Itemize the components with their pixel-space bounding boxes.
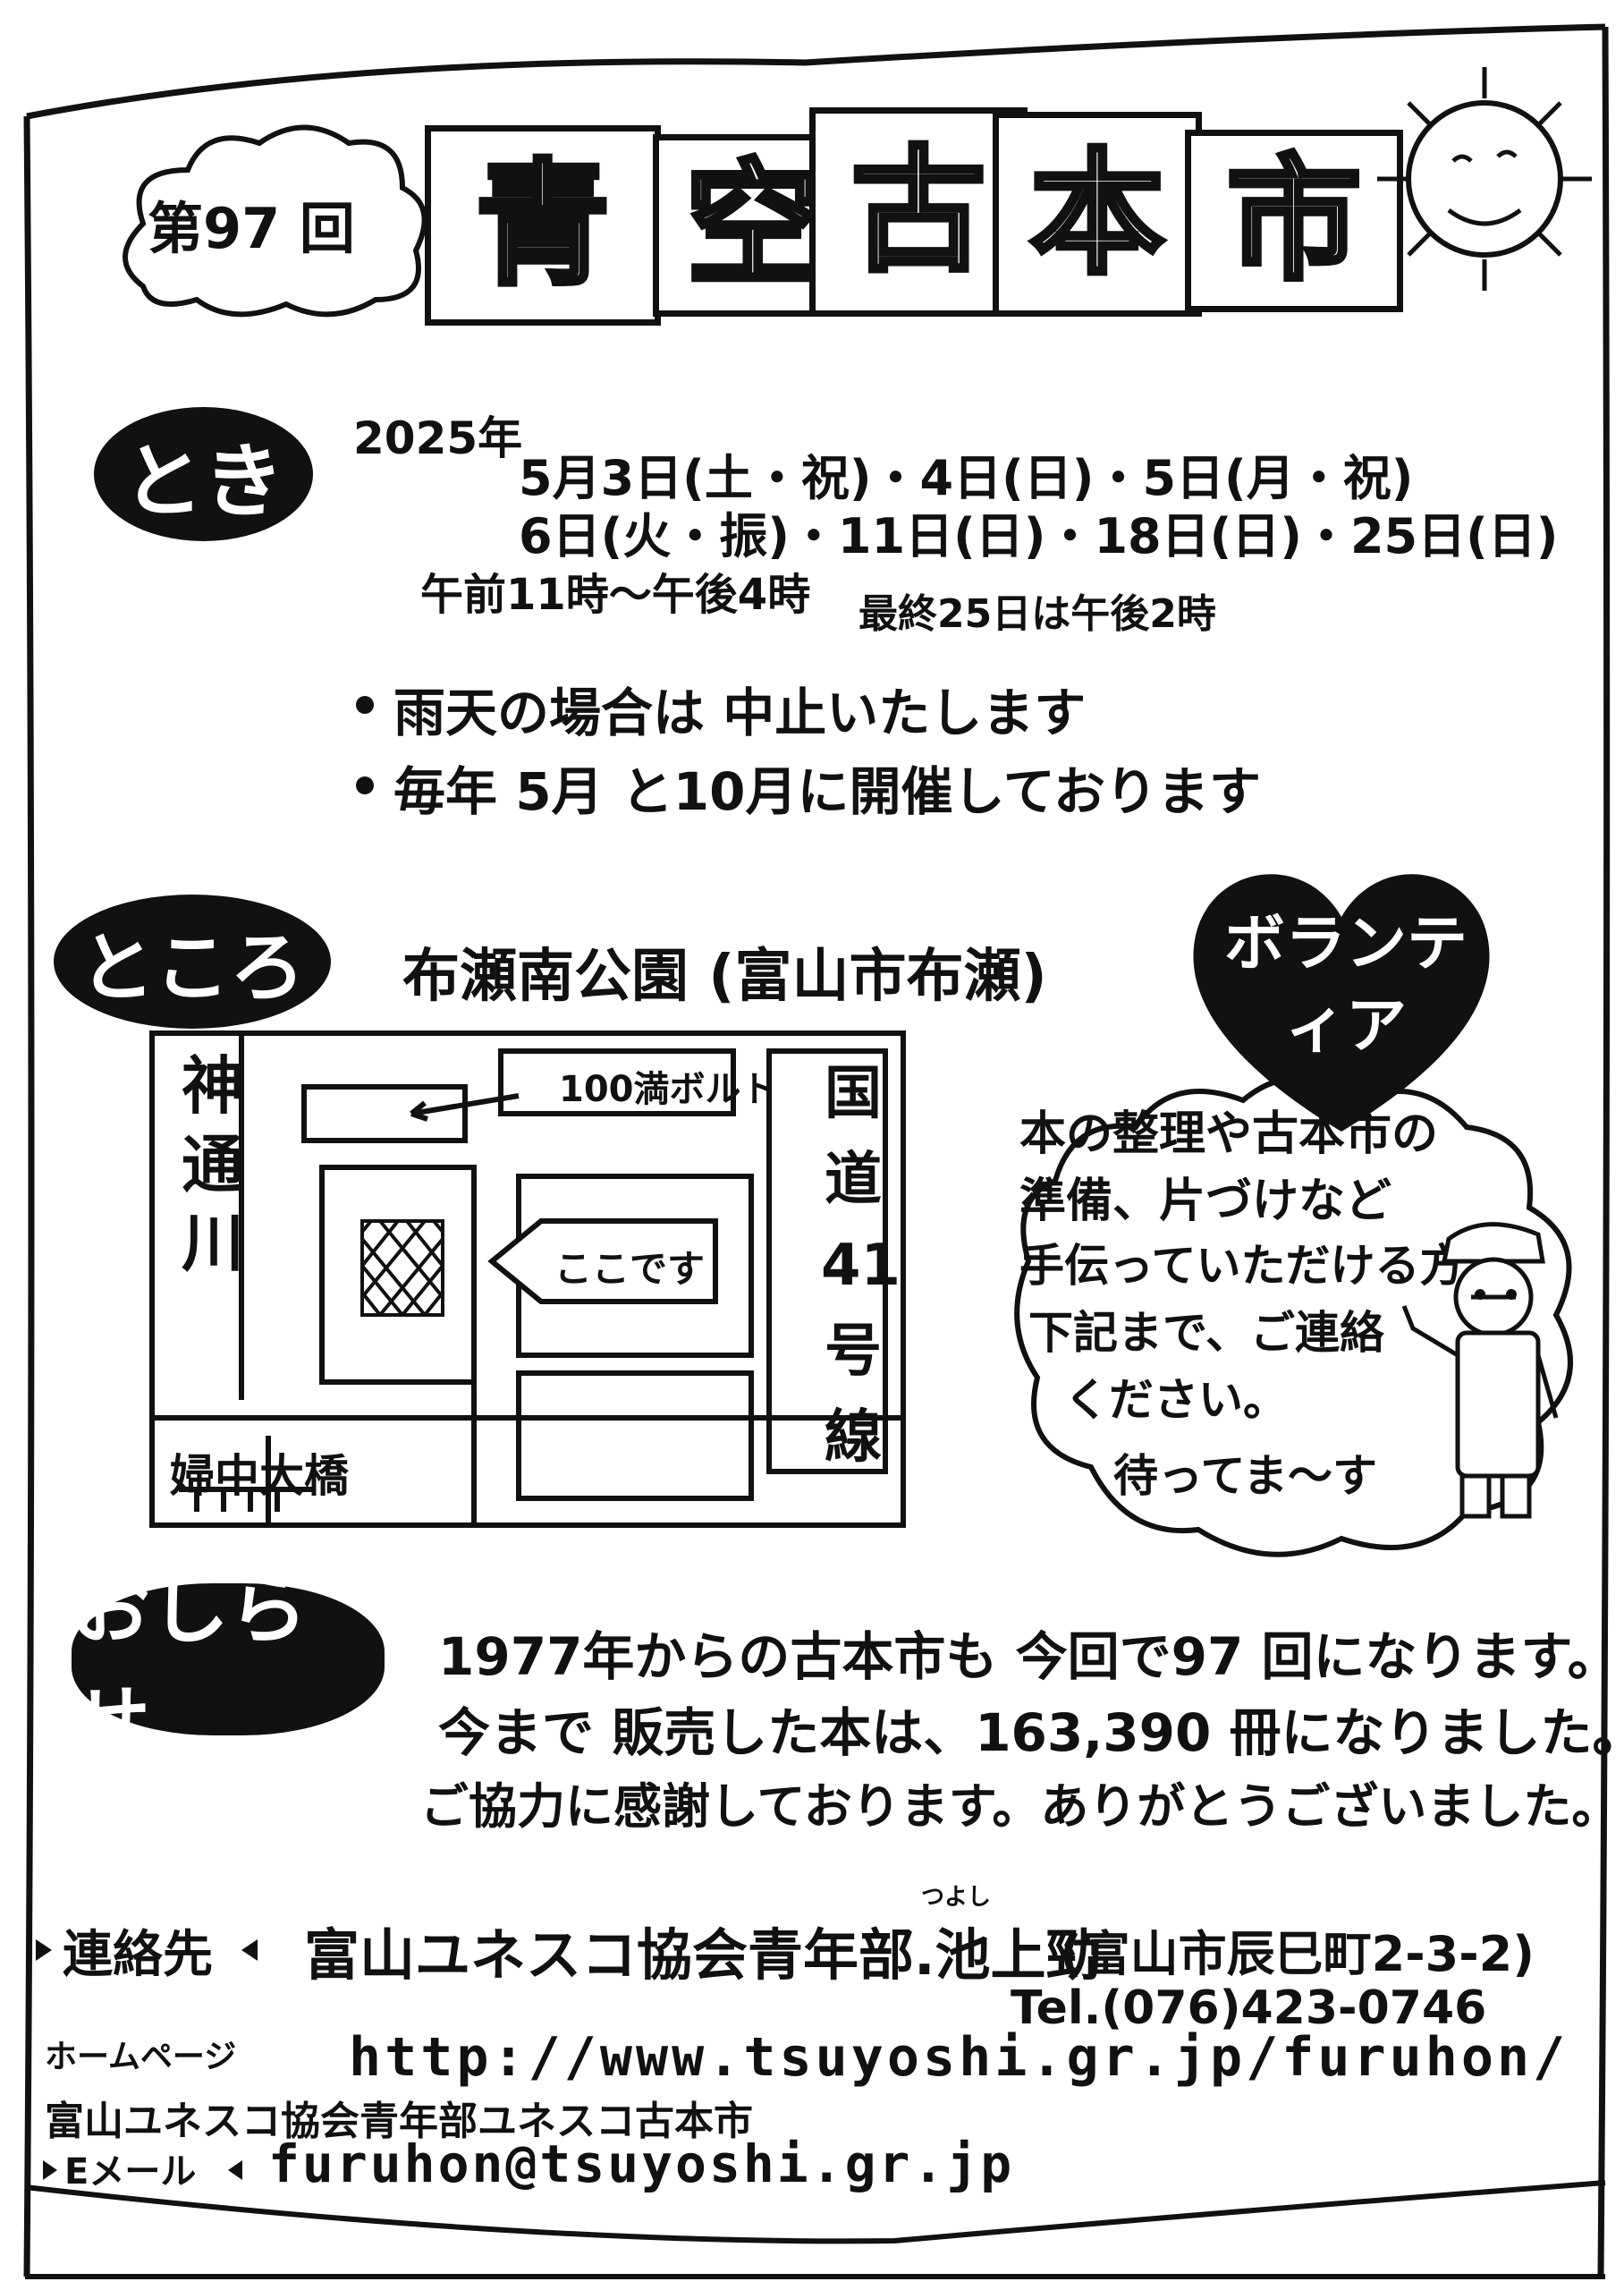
bullet-icon [356, 776, 374, 794]
last-day-text: 最終25日は午後2時 [859, 591, 1216, 637]
map-here-marker: ここです [554, 1247, 706, 1291]
heart-icon [1193, 874, 1490, 1132]
title-char-4: 本 [993, 112, 1202, 317]
volunteer-heart-text: ボランティア [1223, 909, 1468, 1062]
contact-tel: Tel.(076)423-0746 [1011, 1981, 1487, 2035]
notice-line-1: 1977年からの古本市も 今回で97 回になります。 [438, 1626, 1620, 1687]
bullet-icon [356, 696, 374, 714]
email-address[interactable]: furuhon@tsuyoshi.gr.jp [268, 2133, 1015, 2194]
place-text: 布瀬南公園 (富山市布瀬) [402, 944, 1047, 1010]
person-figure-icon [1401, 1222, 1559, 1519]
contact-org: 富山ユネスコ協会青年部.池上勁 [304, 1922, 1102, 1988]
dates-line-2: 6日(火・振)・11日(日)・18日(日)・25日(日) [519, 508, 1559, 564]
hours-text: 午前11時～午後4時 [420, 570, 811, 620]
oshirase-badge: おしらせ [72, 1563, 385, 1768]
toki-badge: とき [94, 407, 313, 541]
cloud-shape [123, 124, 427, 318]
sun-face-icon [1377, 67, 1592, 291]
tokoro-badge: ところ [54, 895, 331, 1029]
volunteer-line-3: 手伝っていただける方 [1019, 1240, 1465, 1292]
triangle-right-icon [43, 2160, 57, 2180]
volunteer-line-6: 待ってま～す [1113, 1450, 1377, 1502]
map-roads [149, 1030, 906, 1528]
contact-label: 連絡先 [63, 1926, 213, 1984]
volunteer-line-1: 本の整理や古本市の [1019, 1107, 1439, 1161]
homepage-name: 富山ユネスコ協会青年部ユネスコ古本市 [45, 2099, 753, 2144]
map-label-route: 国道41号線 [821, 1061, 901, 1471]
note-schedule: 毎年 5月 と10月に開催しております [393, 761, 1261, 822]
map-label-bridge: 婦中大橋 [170, 1450, 349, 1502]
title-char-3: 古 [809, 107, 1028, 317]
dates-line-1: 5月3日(土・祝)・4日(日)・5日(月・祝) [519, 450, 1414, 506]
edition-text: 第97 回 [148, 196, 355, 261]
note-rain: 雨天の場合は 中止いたします [393, 683, 1087, 743]
map-label-river: 神通川 [182, 1049, 244, 1280]
map-label-shop: 100満ボルト [559, 1069, 777, 1110]
notice-line-3: ご協力に感謝しております。ありがとうございました。 [420, 1778, 1620, 1835]
homepage-label: ホームページ [45, 2039, 237, 2075]
year-text: 2025年 [353, 412, 523, 464]
volunteer-line-4: 下記まで、ご連絡 [1028, 1307, 1384, 1359]
email-label: Eメール [64, 2151, 197, 2192]
title-char-5: 市 [1185, 130, 1403, 312]
triangle-right-icon [36, 1939, 52, 1961]
homepage-url[interactable]: http://www.tsuyoshi.gr.jp/furuhon/ [349, 2026, 1569, 2089]
name-ruby: つよし [921, 1884, 992, 1911]
notice-line-2: 今まで 販売した本は、163,390 冊になりました。 [438, 1702, 1624, 1763]
contact-address: (富山市辰巳町2-3-2) [1060, 1926, 1535, 1982]
volunteer-line-5: ください。 [1064, 1374, 1288, 1426]
map: 神通川 国道41号線 100満ボルト 婦中大橋 ここです [143, 1024, 921, 1534]
triangle-left-icon [228, 2160, 242, 2180]
title-char-1: 青 [425, 125, 661, 326]
triangle-left-icon [241, 1939, 258, 1961]
volunteer-line-2: 準備、片づけなど [1019, 1175, 1392, 1228]
